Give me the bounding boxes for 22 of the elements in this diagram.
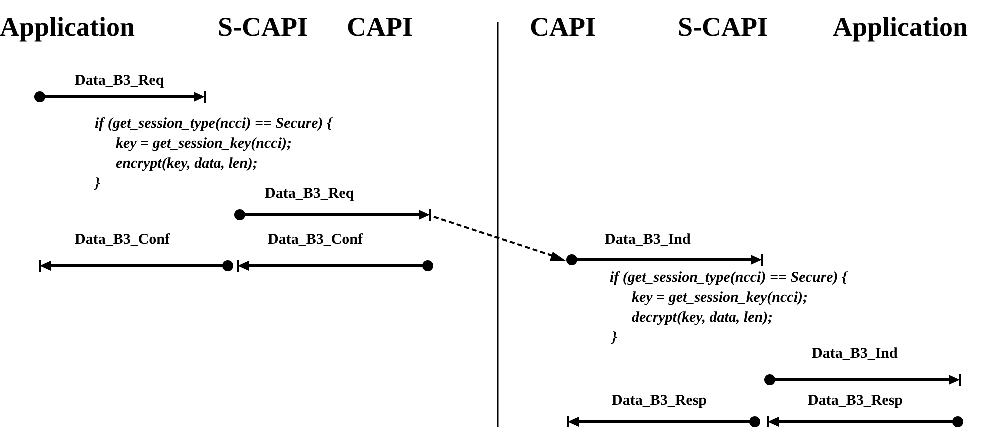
column-heading: Application <box>0 12 136 43</box>
code-line: decrypt(key, data, len); <box>632 310 774 327</box>
message-label: Data_B3_Resp <box>808 393 904 410</box>
code-line: key = get_session_key(ncci); <box>632 290 808 307</box>
message-label: Data_B3_Ind <box>605 232 691 249</box>
code-line: } <box>95 176 100 193</box>
column-heading: S-CAPI <box>678 12 768 43</box>
message-label: Data_B3_Conf <box>268 232 364 249</box>
message-label: Data_B3_Resp <box>612 393 708 410</box>
code-line: if (get_session_type(ncci) == Secure) { <box>610 270 848 287</box>
column-heading: CAPI <box>530 12 596 43</box>
column-heading: S-CAPI <box>218 12 308 43</box>
message-label: Data_B3_Req <box>265 186 354 203</box>
message-label: Data_B3_Ind <box>812 346 898 363</box>
code-line: } <box>612 330 618 347</box>
message-label: Data_B3_Conf <box>75 232 170 249</box>
code-line: encrypt(key, data, len); <box>116 156 258 173</box>
code-line: if (get_session_type(ncci) == Secure) { <box>95 116 332 133</box>
column-heading: CAPI <box>347 12 413 43</box>
code-line: key = get_session_key(ncci); <box>116 136 292 153</box>
column-heading: Application <box>833 12 968 43</box>
message-label: Data_B3_Req <box>75 73 164 90</box>
